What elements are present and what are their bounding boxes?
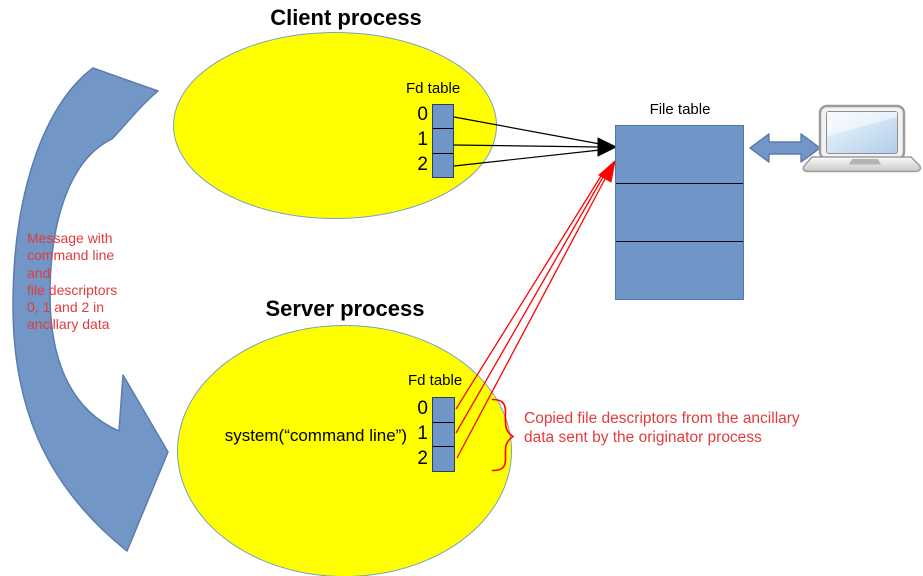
server-fd-cell-1 xyxy=(433,421,454,447)
server-fd-numbers: 0 1 2 xyxy=(402,396,428,471)
message-annotation: Message with command line and file descr… xyxy=(27,230,117,334)
laptop-screen-gloss xyxy=(827,112,897,136)
message-annotation-line: Message with xyxy=(27,230,113,246)
client-fd-table-label: Fd table xyxy=(406,80,461,97)
client-fd-index-2: 2 xyxy=(417,153,428,175)
server-fd-table xyxy=(432,397,455,472)
server-fd-index-2: 2 xyxy=(417,447,428,469)
curved-arrow-shape xyxy=(12,67,169,552)
copied-annotation-line: Copied file descriptors from the ancilla… xyxy=(524,410,800,427)
client-fd-index-1: 1 xyxy=(417,129,428,150)
fd-connector-line-2 xyxy=(453,149,601,167)
message-annotation-line: command line xyxy=(27,247,115,264)
copied-annotation: Copied file descriptors from the ancilla… xyxy=(524,410,800,447)
client-fd-table xyxy=(432,104,454,178)
server-process-title: Server process xyxy=(265,296,425,321)
file-table-label: File table xyxy=(649,101,711,118)
double-arrow-icon xyxy=(749,133,821,163)
system-call-text: system(“command line”) xyxy=(224,426,407,445)
client-fd-cell-0 xyxy=(433,105,453,128)
laptop-icon xyxy=(802,104,922,173)
client-fd-index-0: 0 xyxy=(417,104,428,126)
brace-icon xyxy=(491,398,515,472)
laptop-trackpad xyxy=(849,159,881,165)
message-annotation-line: 0, 1 and 2 in xyxy=(27,299,105,316)
message-annotation-line: and xyxy=(27,264,51,281)
server-process-ellipse xyxy=(177,325,512,576)
server-fd-cell-0 xyxy=(433,398,454,422)
red-connector-line-0 xyxy=(455,175,602,410)
curved-arrow-icon xyxy=(12,67,169,552)
client-fd-cell-2 xyxy=(433,152,453,177)
red-connector-line-2 xyxy=(456,178,606,459)
file-table xyxy=(615,125,744,300)
client-process-title: Client process xyxy=(270,5,422,30)
fd-connector-line-0 xyxy=(453,116,601,145)
client-fd-cell-1 xyxy=(433,128,453,152)
server-fd-index-1: 1 xyxy=(417,422,428,444)
double-arrow-shape xyxy=(749,133,821,163)
client-fd-to-filetable-connectors xyxy=(453,116,618,167)
message-annotation-line: ancillary data xyxy=(27,316,110,333)
copied-annotation-line: data sent by the originator process xyxy=(524,428,762,446)
red-arrowhead xyxy=(598,159,616,183)
file-table-row-1 xyxy=(616,183,743,241)
client-fd-numbers: 0 1 2 xyxy=(402,103,428,177)
file-table-row-2 xyxy=(616,241,743,299)
red-connector-line-1 xyxy=(455,176,604,434)
server-fd-index-0: 0 xyxy=(417,397,428,419)
black-arrowhead xyxy=(597,137,618,157)
server-fd-cell-2 xyxy=(433,446,454,471)
message-annotation-line: file descriptors xyxy=(27,281,118,298)
fd-connector-line-1 xyxy=(453,144,601,148)
server-fd-table-label: Fd table xyxy=(408,372,463,389)
file-table-row-0 xyxy=(616,126,743,183)
filetable-to-server-fd-connectors xyxy=(455,159,616,459)
